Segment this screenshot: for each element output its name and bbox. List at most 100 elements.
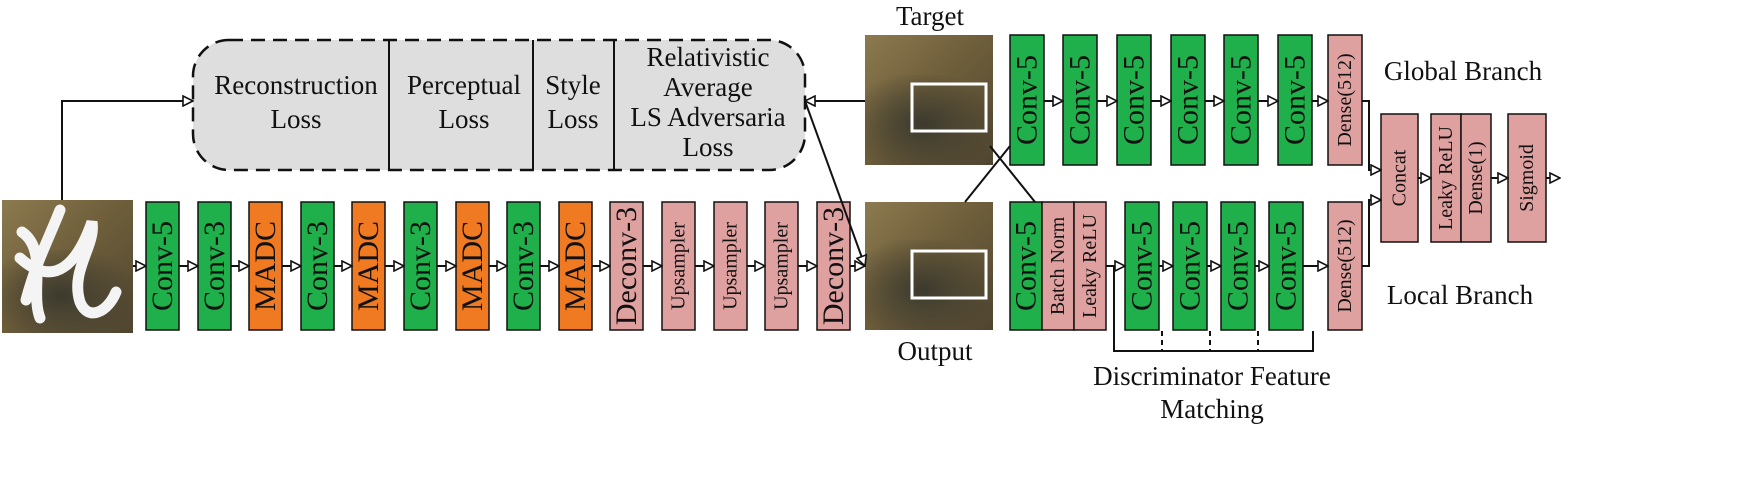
generator-block-label: MADC [352, 221, 385, 311]
global-conv-5-block: Conv-5 [1277, 34, 1313, 166]
generator-madc-block: MADC [351, 201, 386, 331]
cross-line-b [989, 145, 1036, 203]
discriminator-head: Concat Leaky ReLU Dense(1) Sigmoid [1380, 113, 1547, 243]
head-block-label: Concat [1389, 149, 1411, 206]
generator: Conv-5 Conv-3 MADC Conv-3 MADC Conv-3 MADC Conv… [145, 201, 851, 331]
global-block-label: Conv-5 [1279, 55, 1312, 145]
head-leaky-relu-block: Leaky ReLU [1430, 113, 1462, 243]
generator-block-label: MADC [559, 221, 592, 311]
local-block-label: Conv-5 [1270, 221, 1303, 311]
local-dense-to-concat [1362, 200, 1381, 267]
local-batch-norm-block: Batch Norm [1041, 201, 1075, 331]
generator-block-label: Conv-3 [404, 221, 437, 311]
feature-matching-label-l1: Discriminator Feature [1093, 361, 1331, 391]
global-block-label: Conv-5 [1118, 55, 1151, 145]
generator-madc-block: MADC [455, 201, 490, 331]
global-dense-512-block: Dense(512) [1327, 34, 1363, 166]
generator-conv-3-block: Conv-3 [403, 201, 438, 331]
generator-madc-block: MADC [558, 201, 593, 331]
global-conv-5-block: Conv-5 [1170, 34, 1206, 166]
global-conv-5-block: Conv-5 [1116, 34, 1152, 166]
head-sigmoid-block: Sigmoid [1507, 113, 1547, 243]
generator-conv-5-block: Conv-5 [145, 201, 180, 331]
global-branch-label: Global Branch [1384, 56, 1543, 86]
generator-block-label: Upsampler [668, 222, 690, 310]
generator-block-label: Deconv-3 [610, 207, 643, 325]
loss-reconstruction-l1: Reconstruction [214, 70, 378, 100]
loss-box: Reconstruction Loss Perceptual Loss Styl… [191, 38, 807, 172]
local-block-label: Conv-5 [1126, 221, 1159, 311]
local-conv-5-block: Conv-5 [1009, 201, 1043, 331]
flow-arrows [133, 101, 1560, 266]
local-leaky-relu-block: Leaky ReLU [1073, 201, 1107, 331]
generator-block-label: Upsampler [720, 222, 742, 310]
loss-reconstruction-l2: Loss [270, 104, 321, 134]
generator-conv-3-block: Conv-3 [197, 201, 232, 331]
global-dense-to-concat [1362, 100, 1381, 170]
loss-to-output-arrow [804, 100, 865, 266]
generator-block-label: Conv-5 [146, 221, 179, 311]
connectors [61, 100, 1381, 352]
local-conv-5-block: Conv-5 [1124, 201, 1160, 331]
loss-style-l1: Style [545, 70, 601, 100]
input-to-loss-arrow [61, 101, 193, 200]
global-block-label: Conv-5 [1011, 55, 1044, 145]
local-conv-5-block: Conv-5 [1172, 201, 1208, 331]
input-image [2, 200, 133, 333]
generator-block-label: Deconv-3 [817, 207, 850, 325]
feature-matching-label-l2: Matching [1160, 394, 1263, 424]
generator-block-label: MADC [456, 221, 489, 311]
generator-block-label: Upsampler [771, 222, 793, 310]
generator-conv-3-block: Conv-3 [506, 201, 541, 331]
global-block-label: Conv-5 [1064, 55, 1097, 145]
head-dense-1-block: Dense(1) [1460, 113, 1492, 243]
loss-perceptual-l1: Perceptual [407, 70, 521, 100]
local-block-label: Conv-5 [1010, 221, 1043, 311]
local-block-label: Conv-5 [1174, 221, 1207, 311]
global-block-label: Dense(512) [1334, 53, 1356, 146]
local-branch-label: Local Branch [1387, 280, 1534, 310]
global-conv-5-block: Conv-5 [1009, 34, 1045, 166]
output-label: Output [897, 336, 973, 366]
feature-matching-bracket [1113, 266, 1314, 352]
generator-upsampler-block: Upsampler [713, 201, 748, 331]
generator-block-label: MADC [249, 221, 282, 311]
head-block-label: Dense(1) [1465, 141, 1487, 214]
local-dense-512-block: Dense(512) [1327, 201, 1363, 331]
loss-style-l2: Loss [547, 104, 598, 134]
cross-line-a [964, 145, 1011, 203]
global-block-label: Conv-5 [1225, 55, 1258, 145]
global-branch: Conv-5 Conv-5 Conv-5 Conv-5 Conv-5 Conv-5 Dens… [1009, 34, 1363, 166]
global-conv-5-block: Conv-5 [1062, 34, 1098, 166]
local-block-label: Batch Norm [1047, 216, 1069, 315]
generator-upsampler-block: Upsampler [764, 201, 799, 331]
loss-perceptual-l2: Loss [438, 104, 489, 134]
local-conv-5-block: Conv-5 [1268, 201, 1304, 331]
local-block-label: Dense(512) [1334, 219, 1356, 312]
target-label: Target [896, 1, 965, 31]
local-block-label: Conv-5 [1222, 221, 1255, 311]
global-conv-5-block: Conv-5 [1223, 34, 1259, 166]
local-block-label: Leaky ReLU [1079, 214, 1101, 318]
head-block-label: Sigmoid [1516, 144, 1538, 212]
global-block-label: Conv-5 [1172, 55, 1205, 145]
local-conv-5-block: Conv-5 [1220, 201, 1256, 331]
generator-block-label: Conv-3 [301, 221, 334, 311]
generator-upsampler-block: Upsampler [661, 201, 696, 331]
generator-block-label: Conv-3 [198, 221, 231, 311]
loss-adversarial-l4: Loss [682, 132, 733, 162]
head-concat-block: Concat [1380, 113, 1419, 243]
generator-block-label: Conv-3 [507, 221, 540, 311]
generator-madc-block: MADC [248, 201, 283, 331]
loss-adversarial-l3: LS Adversaria [630, 102, 785, 132]
output-image [865, 202, 993, 330]
generator-conv-3-block: Conv-3 [300, 201, 335, 331]
loss-adversarial-l1: Relativistic [647, 42, 770, 72]
target-image [865, 35, 993, 165]
generator-deconv-3-block: Deconv-3 [816, 201, 851, 331]
generator-deconv-3-block: Deconv-3 [609, 201, 644, 331]
head-block-label: Leaky ReLU [1435, 126, 1457, 230]
loss-adversarial-l2: Average [663, 72, 752, 102]
